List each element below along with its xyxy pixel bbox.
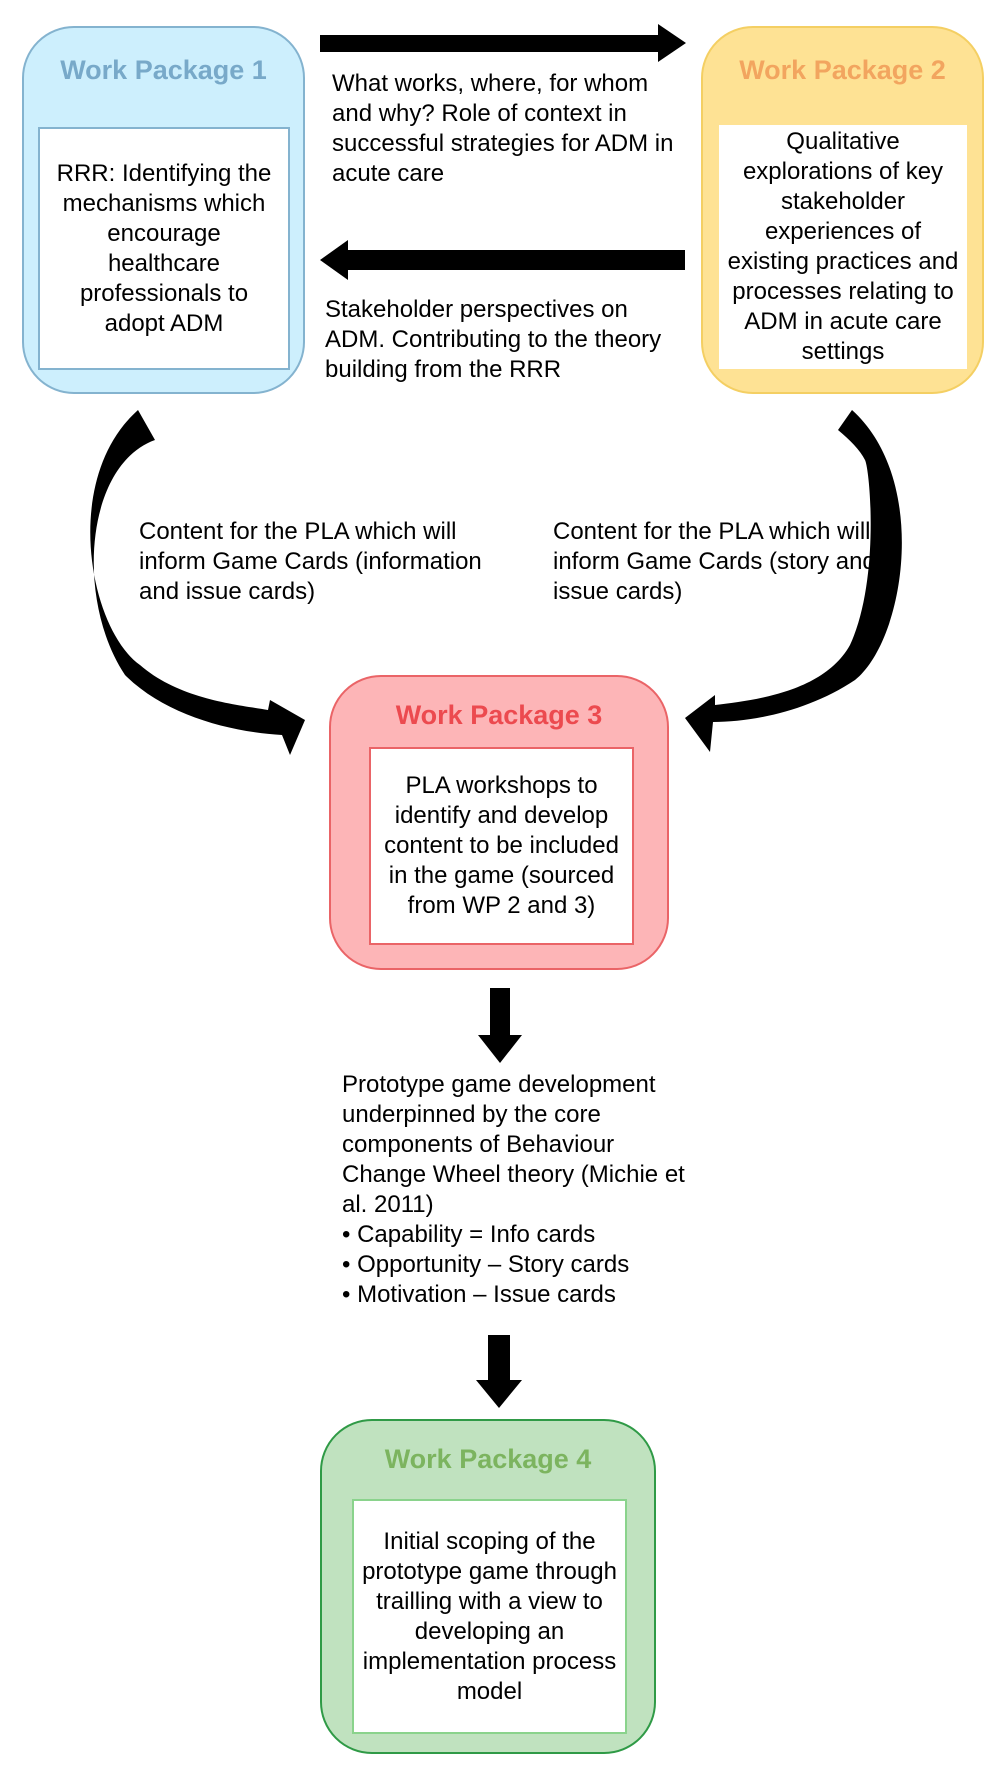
- work-package-4-title: Work Package 4: [384, 1444, 592, 1474]
- prototype-intro: Prototype game development underpinned b…: [342, 1071, 685, 1218]
- prototype-bullet-list: Capability = Info cards Opportunity – St…: [342, 1220, 702, 1310]
- arrow-wp1-to-wp3: [90, 410, 306, 755]
- prototype-bullet: Motivation – Issue cards: [342, 1280, 702, 1310]
- prototype-bullet: Capability = Info cards: [342, 1220, 702, 1250]
- arrow-prototype-to-wp4: [476, 1335, 522, 1408]
- annotation-wp1-to-wp2: What works, where, for whom and why? Rol…: [332, 70, 674, 187]
- annotation-wp1-to-wp3: Content for the PLA which will inform Ga…: [139, 518, 482, 605]
- work-package-1-box: Work Package 1 RRR: Identifying the mech…: [22, 26, 305, 394]
- annotation-wp2-to-wp1: Stakeholder perspectives on ADM. Contrib…: [325, 296, 662, 383]
- arrow-wp1-to-wp2: [320, 24, 686, 62]
- work-package-3-description: PLA workshops to identify and develop co…: [369, 747, 634, 945]
- prototype-description: Prototype game development underpinned b…: [342, 1070, 702, 1310]
- work-package-1-description: RRR: Identifying the mechanisms which en…: [38, 127, 290, 370]
- arrow-wp2-to-wp1: [320, 240, 685, 280]
- work-package-2-title: Work Package 2: [739, 55, 946, 85]
- arrow-wp2-to-wp3: [685, 410, 902, 752]
- work-package-3-box: Work Package 3 PLA workshops to identify…: [329, 675, 669, 970]
- arrow-wp3-to-prototype: [478, 988, 522, 1063]
- work-package-4-description: Initial scoping of the prototype game th…: [352, 1499, 627, 1734]
- work-package-2-description: Qualitative explorations of key stakehol…: [717, 123, 969, 371]
- work-package-2-box: Work Package 2 Qualitative explorations …: [701, 26, 984, 394]
- work-package-4-box: Work Package 4 Initial scoping of the pr…: [320, 1419, 656, 1754]
- work-package-1-title: Work Package 1: [60, 55, 267, 85]
- annotation-wp2-to-wp3: Content for the PLA which will inform Ga…: [553, 518, 876, 605]
- work-package-3-title: Work Package 3: [395, 700, 603, 730]
- prototype-bullet: Opportunity – Story cards: [342, 1250, 702, 1280]
